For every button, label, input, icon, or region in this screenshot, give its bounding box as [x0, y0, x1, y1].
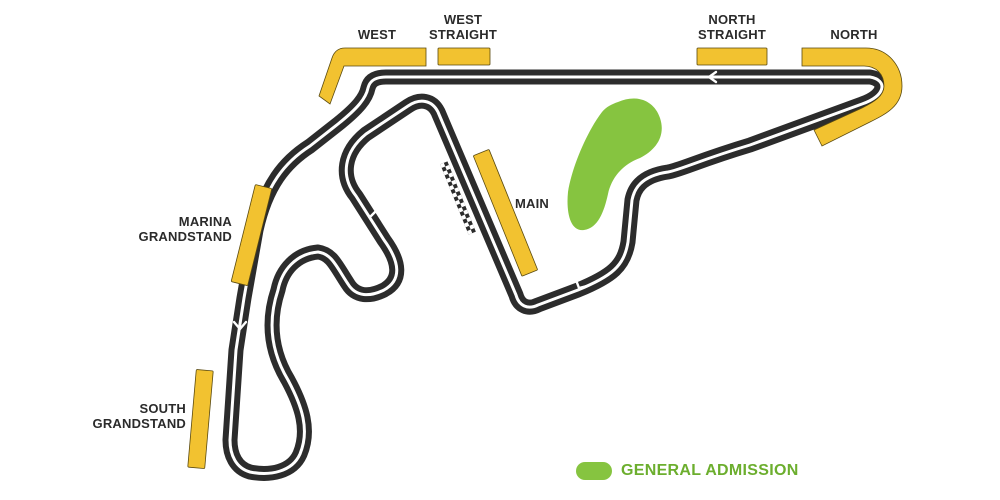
label-west: WEST — [357, 27, 397, 42]
grandstand-marina[interactable] — [230, 184, 273, 286]
general-admission-label: GENERAL ADMISSION — [621, 462, 799, 479]
direction-chevron-icon — [369, 208, 385, 218]
label-west-straight: WEST STRAIGHT — [428, 12, 498, 42]
label-main: MAIN — [515, 196, 550, 211]
grandstand-north-straight[interactable] — [696, 47, 768, 66]
direction-chevron-icon — [707, 70, 718, 84]
map-legend: GENERAL ADMISSION — [576, 459, 799, 483]
race-track — [222, 69, 890, 481]
grandstand-south[interactable] — [187, 369, 214, 469]
grandstand-main[interactable] — [473, 149, 538, 277]
label-marina-grandstand: MARINA GRANDSTAND — [138, 214, 232, 244]
grandstand-west[interactable] — [318, 47, 427, 105]
general-admission-area[interactable] — [567, 98, 662, 231]
general-admission-swatch — [576, 462, 612, 480]
direction-chevron-icon — [574, 278, 589, 290]
label-north: NORTH — [830, 27, 878, 42]
start-finish-line — [440, 161, 476, 235]
direction-chevron-icon — [232, 320, 248, 331]
grandstand-north[interactable] — [801, 47, 903, 147]
grandstand-west-straight[interactable] — [437, 47, 491, 66]
label-north-straight: NORTH STRAIGHT — [697, 12, 767, 42]
label-south-grandstand: SOUTH GRANDSTAND — [92, 401, 186, 431]
